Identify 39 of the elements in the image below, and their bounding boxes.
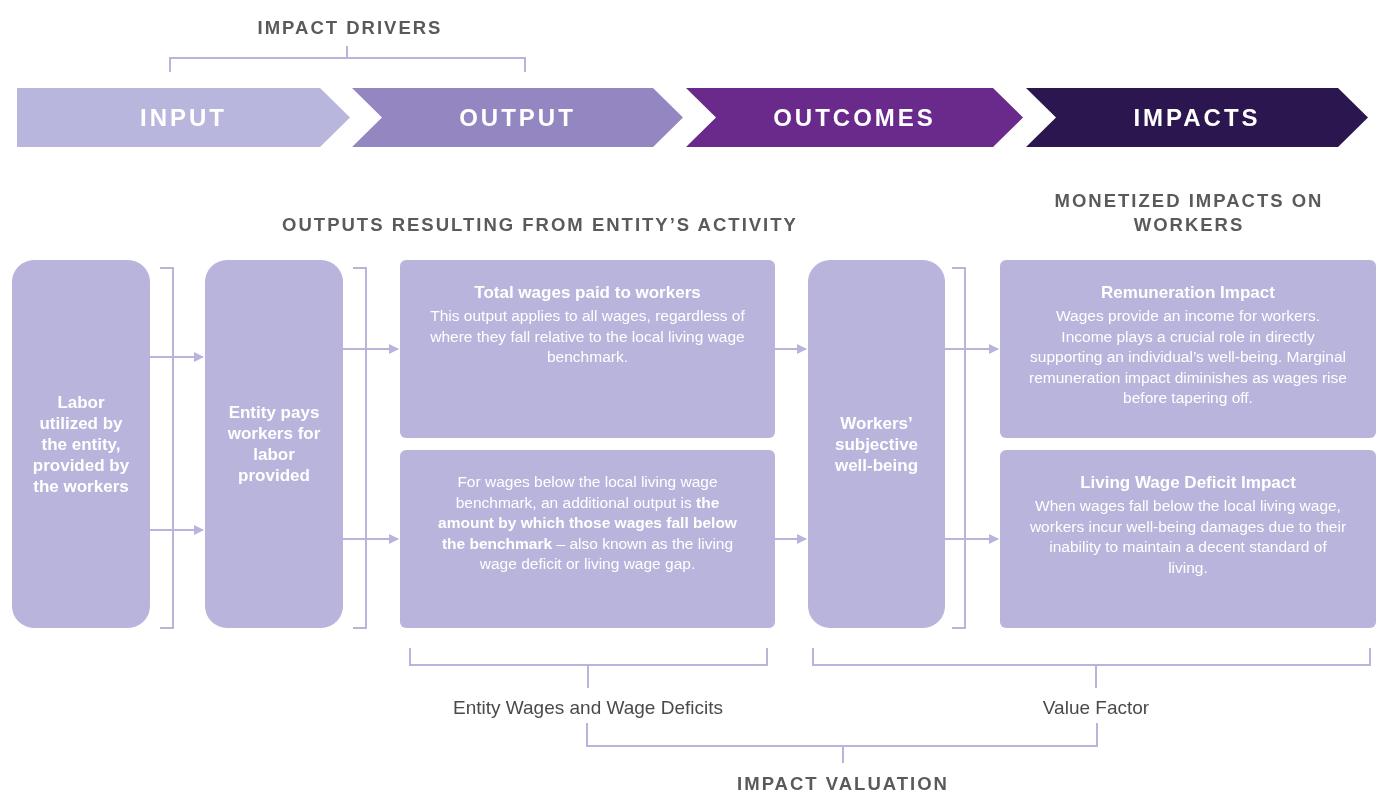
stage-banner bbox=[1026, 88, 1368, 147]
stage-label: OUTPUT bbox=[459, 103, 576, 132]
stage-label: INPUT bbox=[140, 103, 227, 132]
section-heading: IMPACT DRIVERS bbox=[256, 16, 444, 40]
process-box bbox=[400, 450, 775, 628]
stage-banner bbox=[17, 88, 350, 147]
arrow bbox=[944, 344, 999, 354]
process-box bbox=[12, 260, 150, 628]
process-box bbox=[1000, 260, 1376, 438]
process-box bbox=[205, 260, 343, 628]
box-heading: Remuneration Impact bbox=[1101, 282, 1275, 304]
section-heading: OUTPUTS RESULTING FROM ENTITY’S ACTIVITY bbox=[281, 213, 799, 237]
box-text: For wages below the local living wage benchmark, an additional output is the amount by which those wages fall below the benchmark – also known as the living wage deficit or living wage gap. bbox=[437, 472, 738, 574]
stage-banner bbox=[686, 88, 1023, 147]
process-box bbox=[400, 260, 775, 438]
arrow bbox=[149, 525, 204, 535]
arrow bbox=[774, 344, 807, 354]
box-text: Wages provide an income for workers. Income plays a crucial role in directly supporting an individual’s well-being. Marginal remuneration impact diminishes as wages rise before tapering off. bbox=[1029, 306, 1347, 408]
arrow bbox=[149, 352, 204, 362]
box-text: When wages fall below the local living wage, workers incur well-being damages due to their inability to maintain a decent standard of living. bbox=[1029, 496, 1347, 578]
stage-label: IMPACTS bbox=[1133, 103, 1261, 132]
box-heading: Living Wage Deficit Impact bbox=[1080, 472, 1296, 494]
stage-banner bbox=[352, 88, 683, 147]
box-text: This output applies to all wages, regardless of where they fall relative to the local living wage benchmark. bbox=[429, 306, 746, 367]
section-heading: MONETIZED IMPACTS ON WORKERS bbox=[1054, 189, 1324, 237]
box-text: Labor utilized by the entity, provided by the workers bbox=[31, 391, 131, 497]
arrow bbox=[774, 534, 807, 544]
section-heading: IMPACT VALUATION bbox=[736, 772, 950, 793]
bracket-label: Value Factor bbox=[1041, 696, 1151, 720]
box-text: Entity pays workers for labor provided bbox=[226, 402, 322, 486]
process-box bbox=[808, 260, 945, 628]
arrow bbox=[342, 534, 399, 544]
box-text: Workers’ subjective well-being bbox=[833, 412, 920, 476]
box-heading: Total wages paid to workers bbox=[474, 282, 701, 304]
arrow bbox=[342, 344, 399, 354]
arrow bbox=[944, 534, 999, 544]
process-box bbox=[1000, 450, 1376, 628]
stage-label: OUTCOMES bbox=[773, 103, 936, 132]
bracket-label: Entity Wages and Wage Deficits bbox=[452, 696, 724, 720]
